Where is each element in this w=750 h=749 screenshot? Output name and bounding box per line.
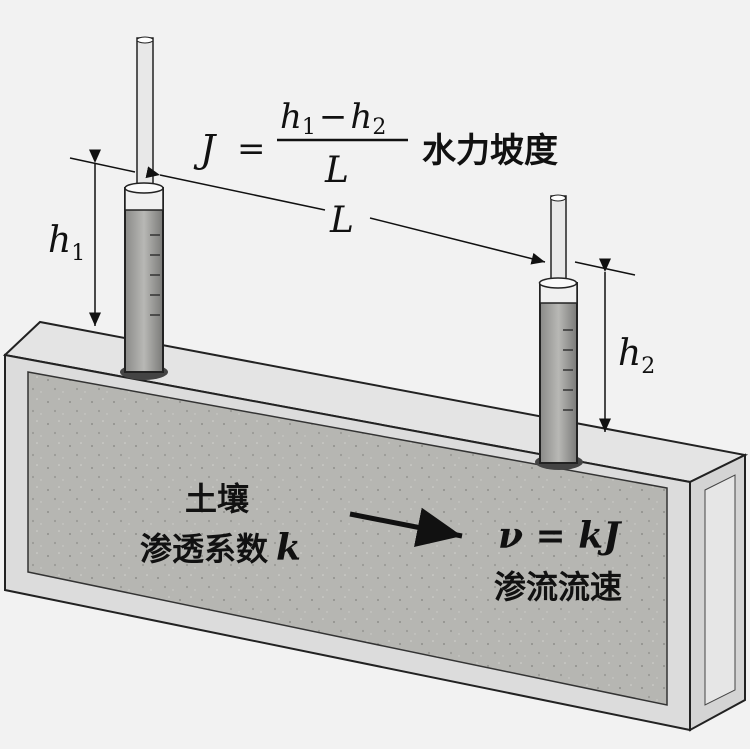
formula-equals: =	[237, 129, 266, 169]
formula-J: J	[193, 127, 217, 171]
left-piezometer-tube	[120, 36, 168, 380]
h2-dimension	[574, 258, 636, 432]
L-label: L	[329, 200, 354, 241]
h1-label: h1	[48, 220, 85, 266]
flow-arrow	[349, 507, 463, 547]
h1-dimension	[69, 149, 136, 326]
soil-region	[27, 371, 668, 706]
right-piezometer-tube	[535, 194, 583, 470]
soil-box	[2, 320, 749, 732]
h2-label: h2	[618, 333, 655, 379]
formula-denominator: L	[324, 150, 349, 191]
soil-title: 土壤	[185, 480, 249, 518]
L-dimension-arrow	[145, 166, 546, 265]
hydraulic-gradient-formula: J = h1−h2 L 水力坡度	[193, 97, 558, 191]
formula-numerator: h1−h2	[280, 97, 386, 140]
formula-label: 水力坡度	[422, 131, 558, 171]
velocity-equation: ν = kJ	[498, 515, 622, 557]
velocity-label: 渗流流速	[494, 568, 622, 606]
